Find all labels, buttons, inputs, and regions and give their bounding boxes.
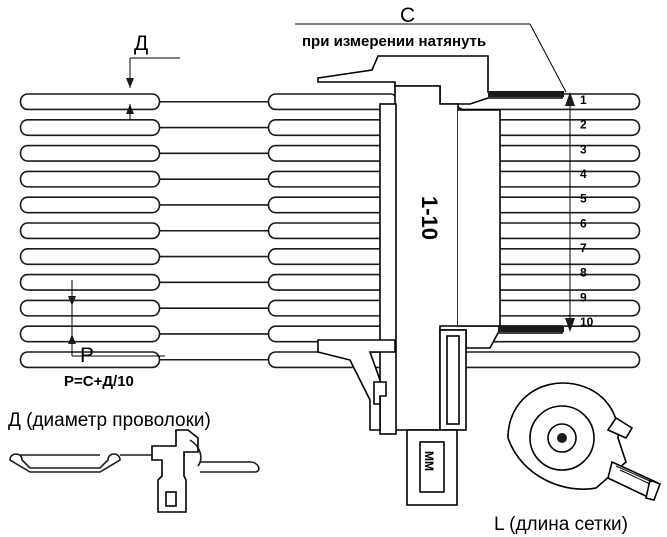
mesh-spiral-strand <box>267 248 399 266</box>
mesh-spiral-strand <box>19 248 161 266</box>
mesh-spiral-strand <box>19 93 161 111</box>
mesh-spiral-strand <box>267 170 399 188</box>
pitch-measure-arrow <box>565 92 575 332</box>
mesh-spiral-strand <box>267 273 399 291</box>
mesh-spiral-strand <box>19 325 161 343</box>
pitch-number: 9 <box>580 290 587 304</box>
caliper <box>317 55 564 506</box>
pitch-number: 6 <box>580 216 587 230</box>
mesh-spiral-strand <box>267 222 399 240</box>
mesh-spiral-strand <box>19 119 161 137</box>
pitch-number: 7 <box>580 241 587 255</box>
mesh-spiral-strand <box>267 196 399 214</box>
pitch-number-scale: 1 2 3 4 5 6 7 8 9 10 <box>580 93 594 329</box>
mesh-spiral-strand <box>267 299 399 317</box>
measure-taut-label: при измерении натянуть <box>302 33 486 50</box>
mesh-spiral-strand <box>19 170 161 188</box>
range-label: 1-10 <box>417 196 442 240</box>
mesh-spiral-strand <box>455 351 641 369</box>
p-label: Р <box>80 344 94 367</box>
pitch-number: 5 <box>580 192 587 206</box>
tape-measure-icon <box>507 382 662 501</box>
pitch-number: 8 <box>580 266 587 280</box>
wire-diameter-label: Д (диаметр проволоки) <box>8 410 211 431</box>
pitch-indicator <box>68 280 165 357</box>
mesh-spiral-strand <box>19 196 161 214</box>
mesh-spiral-strand <box>19 222 161 240</box>
pitch-number: 1 <box>580 93 587 107</box>
pitch-number: 10 <box>580 315 594 329</box>
mesh-spiral-strand <box>19 144 161 162</box>
wire-diameter-inset <box>9 429 260 513</box>
unit-mm-label: ММ <box>422 451 436 471</box>
d-top-label: Д <box>134 32 148 55</box>
mesh-spiral-strand <box>19 351 161 369</box>
mesh-spiral-strand <box>19 273 161 291</box>
c-label: С <box>400 4 415 27</box>
pitch-number: 4 <box>580 167 587 181</box>
mesh-length-label: L (длина сетки) <box>494 514 628 535</box>
formula-label: Р=С+Д/10 <box>64 373 134 390</box>
mesh-spiral-strand <box>19 299 161 317</box>
mesh-spiral-strand <box>267 119 399 137</box>
pitch-number: 3 <box>580 142 587 156</box>
pitch-number: 2 <box>580 118 587 132</box>
mesh-spiral-strand <box>267 93 399 111</box>
mesh-spiral-strand <box>267 144 399 162</box>
wire-thickness-indicator <box>126 57 180 120</box>
